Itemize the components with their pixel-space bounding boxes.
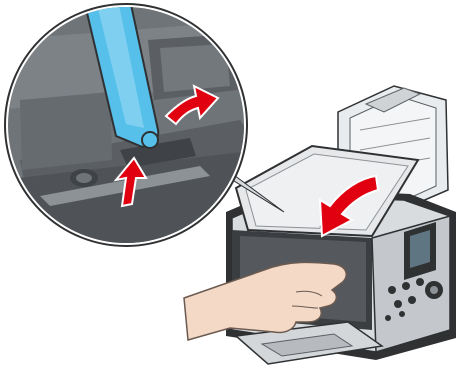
hand-illustration xyxy=(183,261,347,341)
close-direction-arrow xyxy=(318,174,380,238)
lift-arrow-up xyxy=(113,156,148,208)
magnified-detail xyxy=(4,3,248,247)
lift-arrow-curved xyxy=(164,84,220,126)
